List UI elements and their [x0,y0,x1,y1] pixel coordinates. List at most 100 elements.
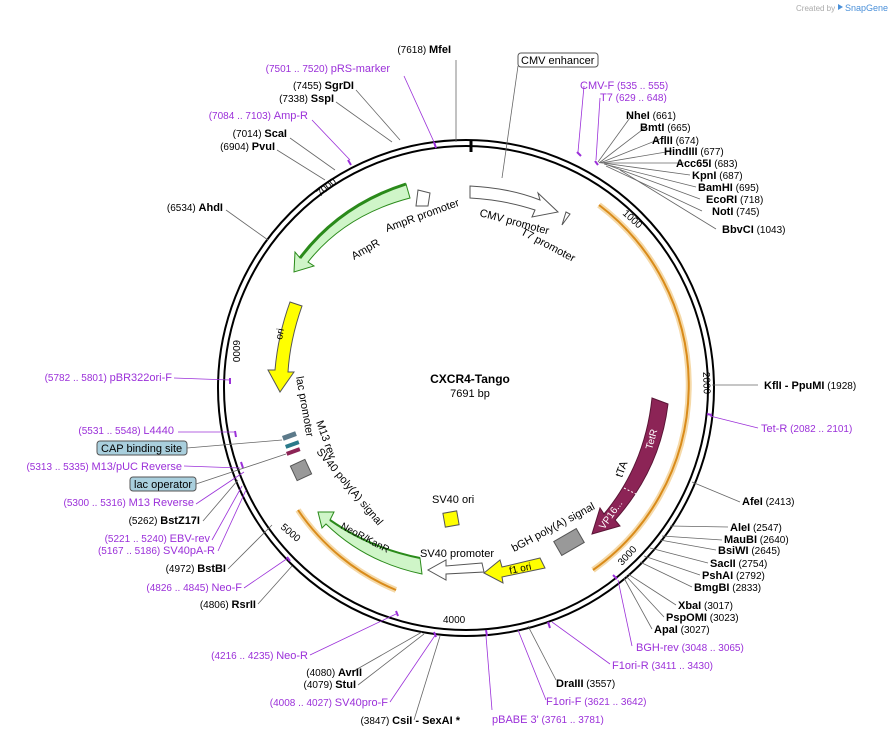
primer-mark-cmvf [576,151,582,157]
svg-text:XbaI (3017): XbaI (3017) [678,600,733,612]
credit-brand: SnapGene [845,3,888,13]
label-sv40-promoter: SV40 promoter [420,548,494,560]
site-position: (4972) [166,564,195,575]
ori-feature [267,301,303,393]
boxed-label-cap-binding-site: CAP binding site [96,440,188,456]
svg-text:DraIII (3557): DraIII (3557) [556,678,615,690]
svg-text:(3847) CsiI - SexAI *: (3847) CsiI - SexAI * [360,715,460,727]
svg-text:EcoRI (718): EcoRI (718) [706,194,763,206]
site-sv40pro-f: (4008 .. 4027) SV40pro-F [270,697,389,709]
svg-text:(6904) PvuI: (6904) PvuI [220,141,275,153]
svg-text:(5221 .. 5240) EBV-rev: (5221 .. 5240) EBV-rev [105,533,211,545]
site-name: M13 Reverse [129,497,194,509]
t7-promoter-feature [561,211,571,226]
site-name: SV40pA-R [163,545,215,557]
site-f1ori-f: F1ori-F (3621 .. 3642) [546,696,647,708]
site-position: (3761 .. 3781) [542,715,604,726]
primer-mark-sv40pro [433,631,437,638]
svg-text:(5782 .. 5801) pBR322ori-F: (5782 .. 5801) pBR322ori-F [45,372,173,384]
site-position: (7618) [397,45,426,56]
site-position: (677) [700,147,723,158]
svg-text:SacII (2754): SacII (2754) [710,558,767,570]
site-position: (665) [667,123,690,134]
site-position: (1043) [757,225,786,236]
site-name: MfeI [429,44,451,56]
site-nhei: NheI (661) [626,110,676,122]
site-position: (4826 .. 4845) [146,583,208,594]
site-name: pBR322ori-F [110,372,173,384]
svg-text:BamHI (695): BamHI (695) [698,182,759,194]
site-kpni: KpnI (687) [692,170,743,182]
site-hindiii: HindIII (677) [664,146,724,158]
site-tet-r: Tet-R (2082 .. 2101) [761,423,852,435]
svg-text:Acc65I (683): Acc65I (683) [676,158,738,170]
site-name: NotI [712,206,733,218]
svg-text:(4008 .. 4027) SV40pro-F: (4008 .. 4027) SV40pro-F [270,697,389,709]
svg-text:CMV-F (535 .. 555): CMV-F (535 .. 555) [580,80,668,92]
site-t7: T7 (629 .. 648) [600,92,667,104]
svg-text:AflII (674): AflII (674) [652,135,699,147]
primer-mark-neor [395,610,399,617]
label-f1-ori: f1 ori [508,562,532,577]
site-bmti: BmtI (665) [640,122,691,134]
svg-text:(6534) AhdI: (6534) AhdI [167,202,223,214]
sv40-ori-feature [442,510,460,528]
site-name: SgrDI [325,80,354,92]
site-position: (4806) [200,600,229,611]
site-m13-reverse: (5300 .. 5316) M13 Reverse [64,497,194,509]
site-position: (7455) [293,81,322,92]
label-sv40-ori: SV40 ori [432,494,474,506]
site-position: (2792) [736,571,765,582]
site-position: (6904) [220,142,249,153]
svg-text:(5531 .. 5548) L4440: (5531 .. 5548) L4440 [78,425,174,437]
svg-text:(4080) AvrII: (4080) AvrII [306,667,362,679]
site-position: (5782 .. 5801) [45,373,107,384]
site-name: HindIII [664,146,698,158]
site-position: (629 .. 648) [616,93,667,104]
neor-orf-arc [297,509,397,591]
site-position: (5167 .. 5186) [98,546,160,557]
site-name: DraIII [556,678,584,690]
site-ebv-rev: (5221 .. 5240) EBV-rev [105,533,211,545]
sv40-promoter-feature [426,559,485,581]
label-ampr: AmpR [350,237,383,263]
primer-mark-pbabe [485,629,488,637]
svg-text:PspOMI (3023): PspOMI (3023) [666,612,739,624]
svg-text:lac operator: lac operator [134,479,192,491]
site-bstbi: (4972) BstBI [166,563,226,575]
svg-text:CMV enhancer: CMV enhancer [521,55,595,67]
site-name: KpnI [692,170,716,182]
site-rsrii: (4806) RsrII [200,599,256,611]
site-position: (2413) [766,497,795,508]
svg-text:Tet-R (2082 .. 2101): Tet-R (2082 .. 2101) [761,423,852,435]
site-name: BamHI [698,182,733,194]
site-bstz17i: (5262) BstZ17I [129,515,200,527]
site-pshai: PshAI (2792) [702,570,765,582]
site-prs-marker: (7501 .. 7520) pRS-marker [266,63,391,75]
label-tetr: TetR [644,428,660,451]
site-name: ApaI [654,624,678,636]
site-position: (5300 .. 5316) [64,498,126,509]
site-xbai: XbaI (3017) [678,600,733,612]
svg-text:T7 (629 .. 648): T7 (629 .. 648) [600,92,667,104]
m13-rev-feature [285,440,300,449]
svg-text:(7455) SgrDI: (7455) SgrDI [293,80,354,92]
cmv-promoter-feature [469,185,560,218]
site-neo-f: (4826 .. 4845) Neo-F [146,582,242,594]
svg-text:F1ori-R (3411 .. 3430): F1ori-R (3411 .. 3430) [612,660,713,672]
site-position: (3621 .. 3642) [584,697,646,708]
site-m13-puc-reverse: (5313 .. 5335) M13/pUC Reverse [26,461,182,473]
site-name: PshAI [702,570,733,582]
site-name: BmgBI [694,582,729,594]
site-position: (2754) [738,559,767,570]
site-position: (661) [653,111,676,122]
lac-promoter-feature [282,431,297,441]
svg-text:PshAI (2792): PshAI (2792) [702,570,765,582]
site-name: Neo-R [276,650,308,662]
tick-7000: 7000 [315,176,339,199]
site-name: XbaI [678,600,701,612]
site-position: (687) [719,171,742,182]
svg-text:BsiWI (2645): BsiWI (2645) [718,545,780,557]
site-position: (4079) [304,680,333,691]
